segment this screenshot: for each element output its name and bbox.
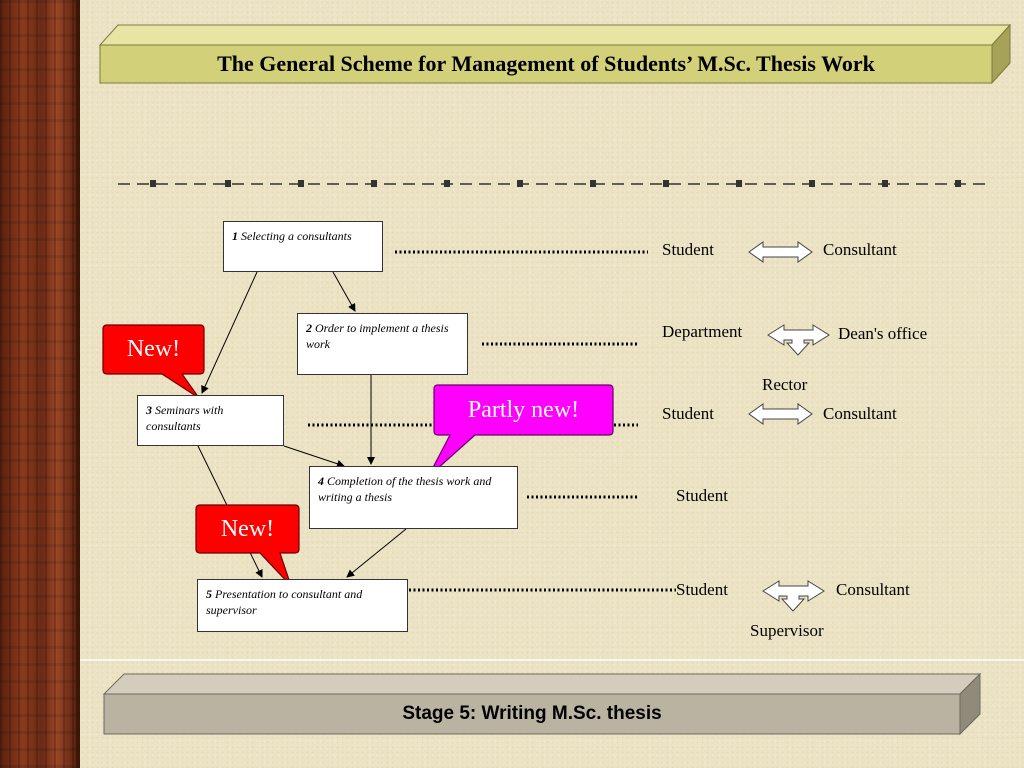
- step-text: Seminars with consultants: [146, 403, 224, 434]
- step-text: Order to implement a thesis work: [306, 321, 449, 352]
- footer-title: Stage 5: Writing M.Sc. thesis: [402, 703, 662, 724]
- step-text: Completion of the thesis work and writin…: [318, 474, 492, 505]
- callout-new-2: [195, 504, 300, 587]
- role-label: Student: [676, 486, 728, 505]
- step-number: 5: [206, 587, 212, 601]
- role-label: Supervisor: [750, 621, 824, 640]
- step-box-2: 2 Order to implement a thesis work: [297, 313, 468, 375]
- role-label: Dean's office: [838, 324, 928, 343]
- role-label: Consultant: [836, 580, 910, 599]
- step-box-4: 4 Completion of the thesis work and writ…: [309, 466, 518, 529]
- title-banner: [98, 23, 1012, 85]
- double-arrow-icon: [748, 403, 813, 425]
- role-label: Consultant: [823, 240, 897, 259]
- role-label: Rector: [762, 375, 808, 394]
- callout-new-text: New!: [220, 515, 275, 542]
- step-number: 1: [232, 229, 238, 243]
- step-number: 3: [146, 403, 152, 417]
- role-label: Consultant: [823, 404, 897, 423]
- wood-sidebar: [0, 0, 76, 768]
- step-text: Selecting a consultants: [241, 229, 352, 243]
- page-title: The General Scheme for Management of Stu…: [217, 51, 875, 76]
- role-label: Student: [676, 580, 728, 599]
- footer-banner: [102, 672, 982, 736]
- wood-sidebar-edge: [76, 0, 80, 768]
- three-way-arrow-icon: [767, 324, 830, 356]
- step-box-1: 1 Selecting a consultants: [223, 221, 383, 272]
- callout-new-text: New!: [126, 336, 181, 362]
- callout-new-1: [102, 324, 205, 399]
- step-box-5: 5 Presentation to consultant and supervi…: [197, 579, 408, 632]
- three-way-arrow-icon: [762, 580, 825, 612]
- callout-partly-new: [427, 384, 614, 478]
- step-number: 4: [318, 474, 324, 488]
- double-arrows: [748, 241, 830, 612]
- role-label: Department: [662, 322, 743, 341]
- role-label: Student: [662, 240, 714, 259]
- step-box-3: 3 Seminars with consultants: [137, 395, 284, 446]
- callout-partly-new-text: Partly new!: [467, 396, 580, 423]
- role-label: Student: [662, 404, 714, 423]
- double-arrow-icon: [748, 241, 813, 263]
- separator-line: [118, 180, 990, 187]
- step-number: 2: [306, 321, 312, 335]
- step-text: Presentation to consultant and superviso…: [206, 587, 363, 618]
